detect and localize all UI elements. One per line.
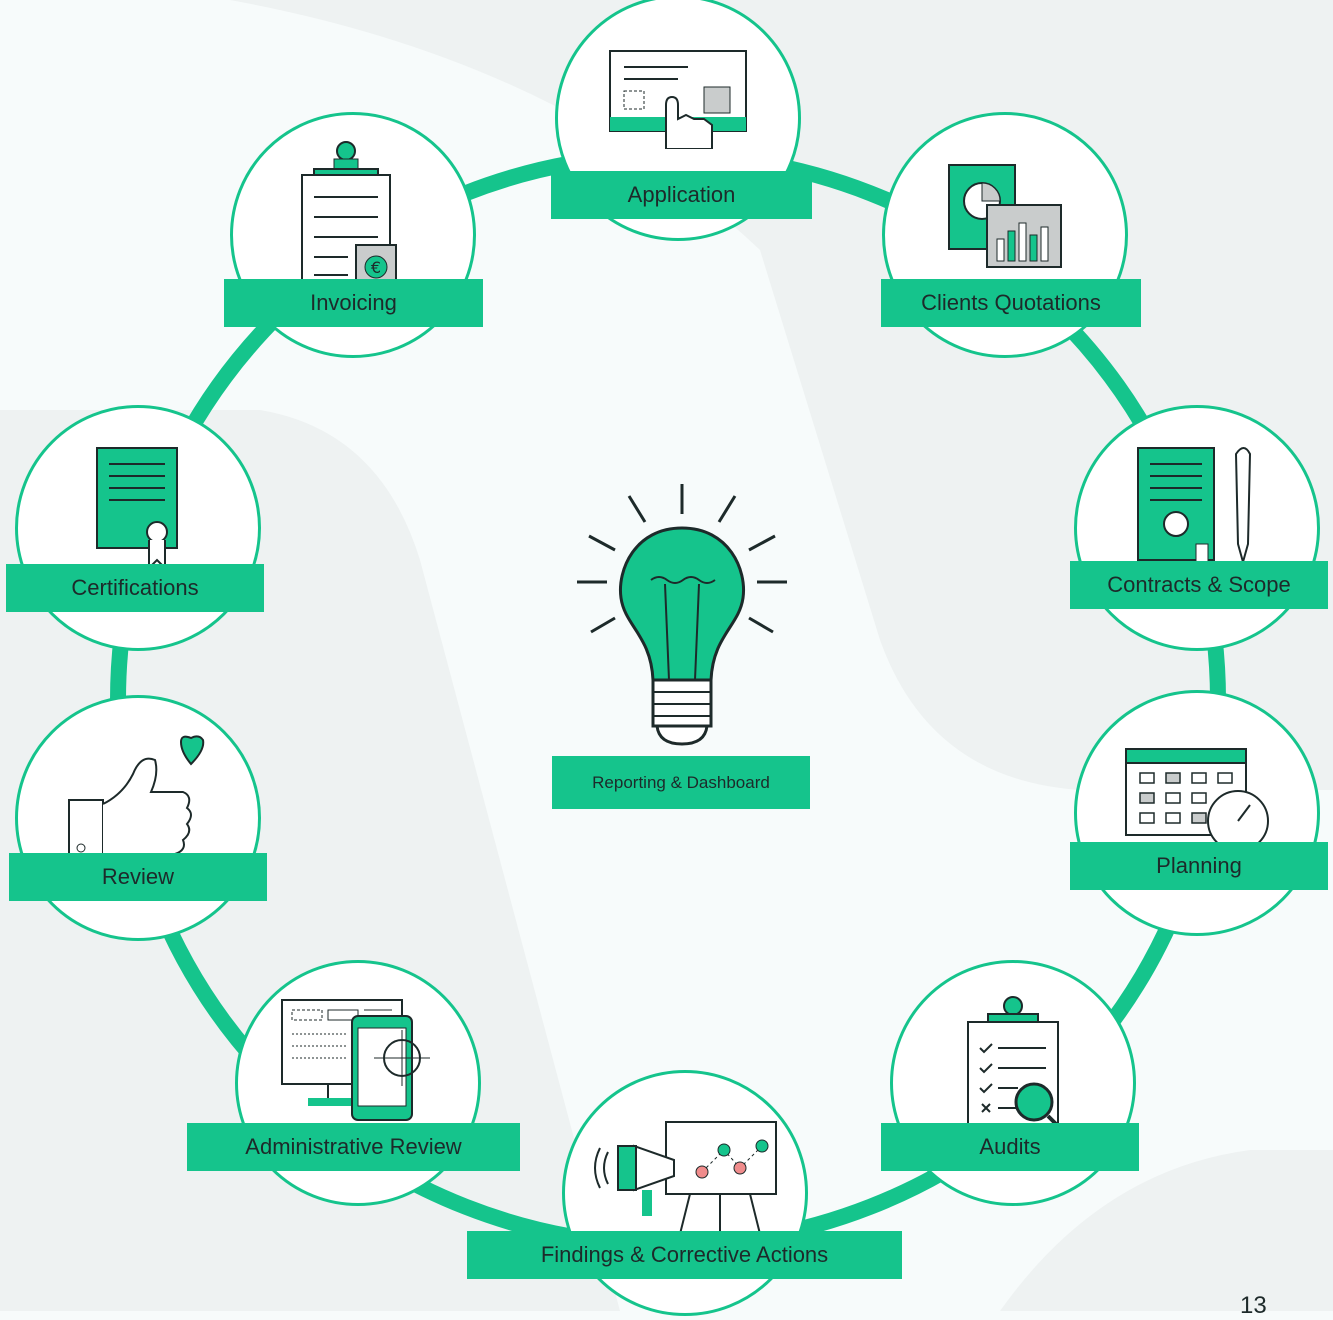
calendar-clock-icon [1125, 747, 1269, 849]
label-administrative-review[interactable]: Administrative Review [187, 1123, 520, 1171]
label-audits[interactable]: Audits [881, 1123, 1139, 1171]
bg-shape-bottom [1000, 1150, 1333, 1311]
node-contracts-scope[interactable] [1074, 405, 1320, 651]
node-review[interactable] [15, 695, 261, 941]
megaphone-board-icon [594, 1121, 777, 1243]
label-invoicing[interactable]: Invoicing [224, 279, 483, 327]
label-certifications[interactable]: Certifications [6, 564, 264, 612]
label-findings[interactable]: Findings & Corrective Actions [467, 1231, 902, 1279]
certificate-icon [96, 446, 178, 571]
monitor-phone-icon [281, 999, 430, 1122]
invoice-clipboard-icon: € [301, 140, 397, 288]
label-contracts-scope[interactable]: Contracts & Scope [1070, 561, 1328, 609]
label-reporting-dashboard[interactable]: Reporting & Dashboard [552, 756, 810, 809]
label-clients-quotations[interactable]: Clients Quotations [881, 279, 1141, 327]
node-planning[interactable] [1074, 690, 1320, 936]
label-review[interactable]: Review [9, 853, 267, 901]
thumbs-up-heart-icon [68, 735, 205, 863]
contract-pen-icon [1137, 446, 1252, 572]
touch-screen-icon [609, 49, 747, 149]
node-certifications[interactable] [15, 405, 261, 651]
page-number: 13 [1240, 1292, 1267, 1319]
label-application[interactable]: Application [551, 171, 812, 219]
lightbulb-icon [577, 484, 787, 746]
charts-icon [948, 163, 1062, 268]
node-administrative-review[interactable] [235, 960, 481, 1206]
label-planning[interactable]: Planning [1070, 842, 1328, 890]
node-findings[interactable] [562, 1070, 808, 1316]
clipboard-magnifier-icon [967, 995, 1064, 1133]
svg-text:€: € [371, 258, 381, 277]
